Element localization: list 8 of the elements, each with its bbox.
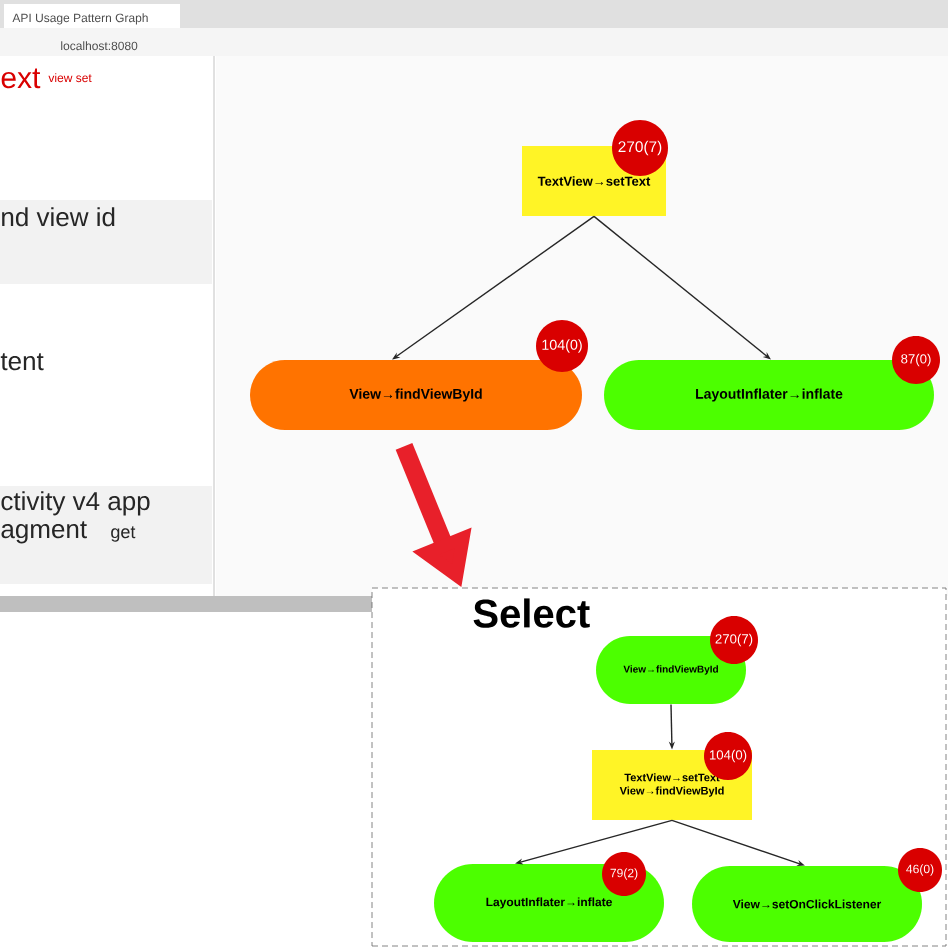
sidebar-text: agment	[1, 521, 87, 544]
sidebar-text: ctivity v4 app	[1, 491, 150, 516]
sidebar-text: get	[111, 526, 136, 542]
sidebar-text: nd view id	[2, 207, 115, 227]
arrow	[593, 215, 771, 360]
arrow	[392, 215, 595, 360]
sidebar-text: tent	[0, 353, 44, 371]
sidebar-text: ext	[1, 68, 41, 89]
